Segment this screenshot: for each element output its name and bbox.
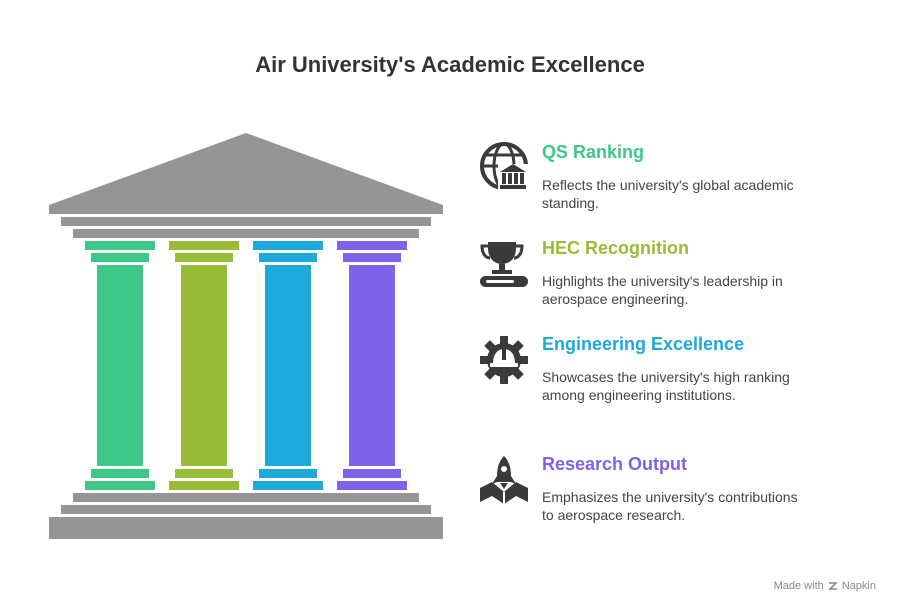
page-title: Air University's Academic Excellence (255, 52, 645, 77)
pillar-purple (337, 241, 407, 490)
gear-hardhat-icon (480, 336, 528, 384)
item-heading: QS Ranking (542, 142, 645, 162)
temple-base-step-2 (61, 505, 431, 514)
item-heading: Research Output (542, 454, 688, 474)
pillar-group (85, 241, 407, 490)
trophy-icon (480, 242, 528, 287)
temple-illustration (49, 133, 443, 539)
footer-made-with: Made with (773, 580, 824, 592)
footer-credit: Made with Napkin (774, 580, 876, 592)
item-description: Highlights the university's leadership i… (542, 273, 783, 307)
footer-brand: Napkin (841, 580, 876, 592)
item-heading: HEC Recognition (542, 238, 689, 258)
pillar-olive (169, 241, 239, 490)
globe-institution-icon (480, 142, 528, 190)
rocket-book-icon (480, 456, 528, 504)
item-heading: Engineering Excellence (542, 334, 745, 354)
item-description: Showcases the university's high ranking … (542, 369, 790, 403)
pillar-green (85, 241, 155, 490)
temple-architrave-bottom (73, 229, 419, 238)
item-description: Emphasizes the university's contribution… (542, 489, 798, 523)
temple-roof (49, 133, 443, 214)
temple-architrave-top (61, 217, 431, 226)
napkin-logo-icon (827, 582, 838, 590)
temple-base-step-1 (73, 493, 419, 502)
pillar-blue (253, 241, 323, 490)
item-description: Reflects the university's global academi… (542, 177, 794, 211)
temple-base-step-3 (49, 517, 443, 539)
